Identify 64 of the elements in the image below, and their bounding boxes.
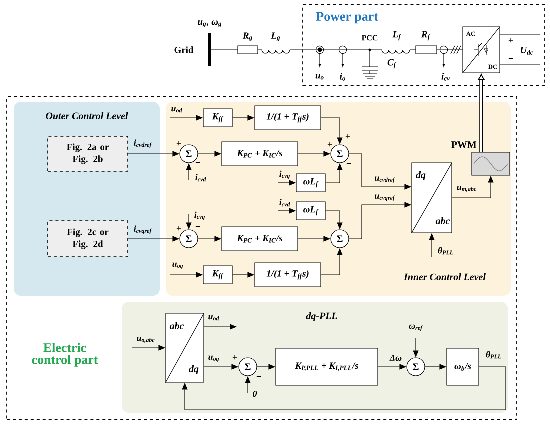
sign: + [508, 38, 514, 43]
label: Grid [174, 46, 194, 54]
arrow [182, 366, 506, 410]
edge-label: i$_{cvq}$ [194, 212, 205, 220]
edge-label: i$_{cvqref}$ [134, 226, 152, 234]
edge-label: u$_{o,abc}$ [137, 336, 155, 344]
summing-junction: Σ [330, 144, 350, 164]
block: ω$_{b}$/s [446, 348, 480, 386]
edge-label: 0 [253, 390, 258, 398]
block: ωL$_{f}$ [296, 174, 326, 192]
edge-label: u$_{cvqref}$ [374, 194, 396, 202]
sign: − [256, 376, 262, 377]
transform-block: dq abc [411, 162, 453, 234]
edge-label: θ$_{PLL}$ [486, 351, 502, 359]
summing-junction: Σ [406, 358, 426, 376]
label: C$_{f}$ [388, 59, 397, 69]
block: K$_{ff}$ [203, 266, 233, 284]
summing-junction: Σ [180, 230, 198, 248]
block: K$_{PC}$ + K$_{IC}$/s [222, 142, 298, 166]
edge-label: i$_{cvdref}$ [134, 140, 152, 148]
dashed-block: Fig. 2c or Fig. 2d [48, 220, 128, 258]
label: U$_{dc}$ [520, 47, 534, 55]
sign: + [346, 134, 350, 139]
label: i$_{cv}$ [442, 73, 450, 81]
edge-label: u$_{cvdref}$ [374, 176, 396, 184]
label: L$_{g}$ [271, 32, 280, 42]
block: 1/(1 + T$_{ff}$s) [254, 262, 322, 288]
sign: − [346, 163, 352, 164]
edge-label: u$_{oq}$ [208, 356, 220, 362]
edge-label: u$_{od}$ [172, 107, 182, 113]
sign: + [232, 355, 238, 360]
edge-label: Δω [390, 355, 402, 362]
block: K$_{ff}$ [203, 108, 233, 128]
block: ωL$_{f}$ [296, 202, 326, 220]
edge-label: u$_{m,abc}$ [457, 186, 477, 192]
summing-junction: Σ [330, 230, 350, 248]
edge-label: u$_{oq}$ [172, 262, 184, 270]
label: R$_{f}$ [421, 31, 431, 41]
transform-block: abc dq [165, 312, 205, 384]
pwm-block: PWM [452, 142, 510, 176]
arrow [478, 74, 485, 152]
sign: − [508, 58, 514, 59]
edge-label: i$_{cvd}$ [196, 174, 206, 182]
edge-label: u$_{od}$ [208, 315, 220, 321]
sign: − [196, 226, 200, 227]
summing-junction: Σ [238, 358, 258, 376]
label: L$_{f}$ [392, 31, 402, 41]
block: 1/(1 + T$_{ff}$s) [254, 106, 322, 130]
block: K$_{P,PLL}$ + K$_{I,PLL}$/s [276, 348, 378, 386]
edge-label: ω$_{ref}$ [409, 324, 423, 332]
edge-label: θ$_{PLL}$ [438, 247, 454, 255]
block: K$_{PC}$ + K$_{IC}$/s [222, 226, 298, 252]
edge-label: i$_{cvq}$ [280, 170, 290, 180]
label: i$_{o}$ [340, 73, 346, 81]
label: u$_{g}$, ω$_{g}$ [198, 20, 222, 28]
label: R$_{g}$ [242, 32, 252, 42]
node-label: PWM [452, 142, 477, 148]
sign: + [328, 142, 332, 147]
sign: + [176, 141, 182, 146]
edge-label: i$_{cvd}$ [280, 199, 290, 207]
sign: − [196, 162, 200, 163]
sign: + [176, 226, 182, 231]
dashed-block: Fig. 2a or Fig. 2b [48, 136, 128, 172]
label: u$_{o}$ [316, 74, 324, 80]
